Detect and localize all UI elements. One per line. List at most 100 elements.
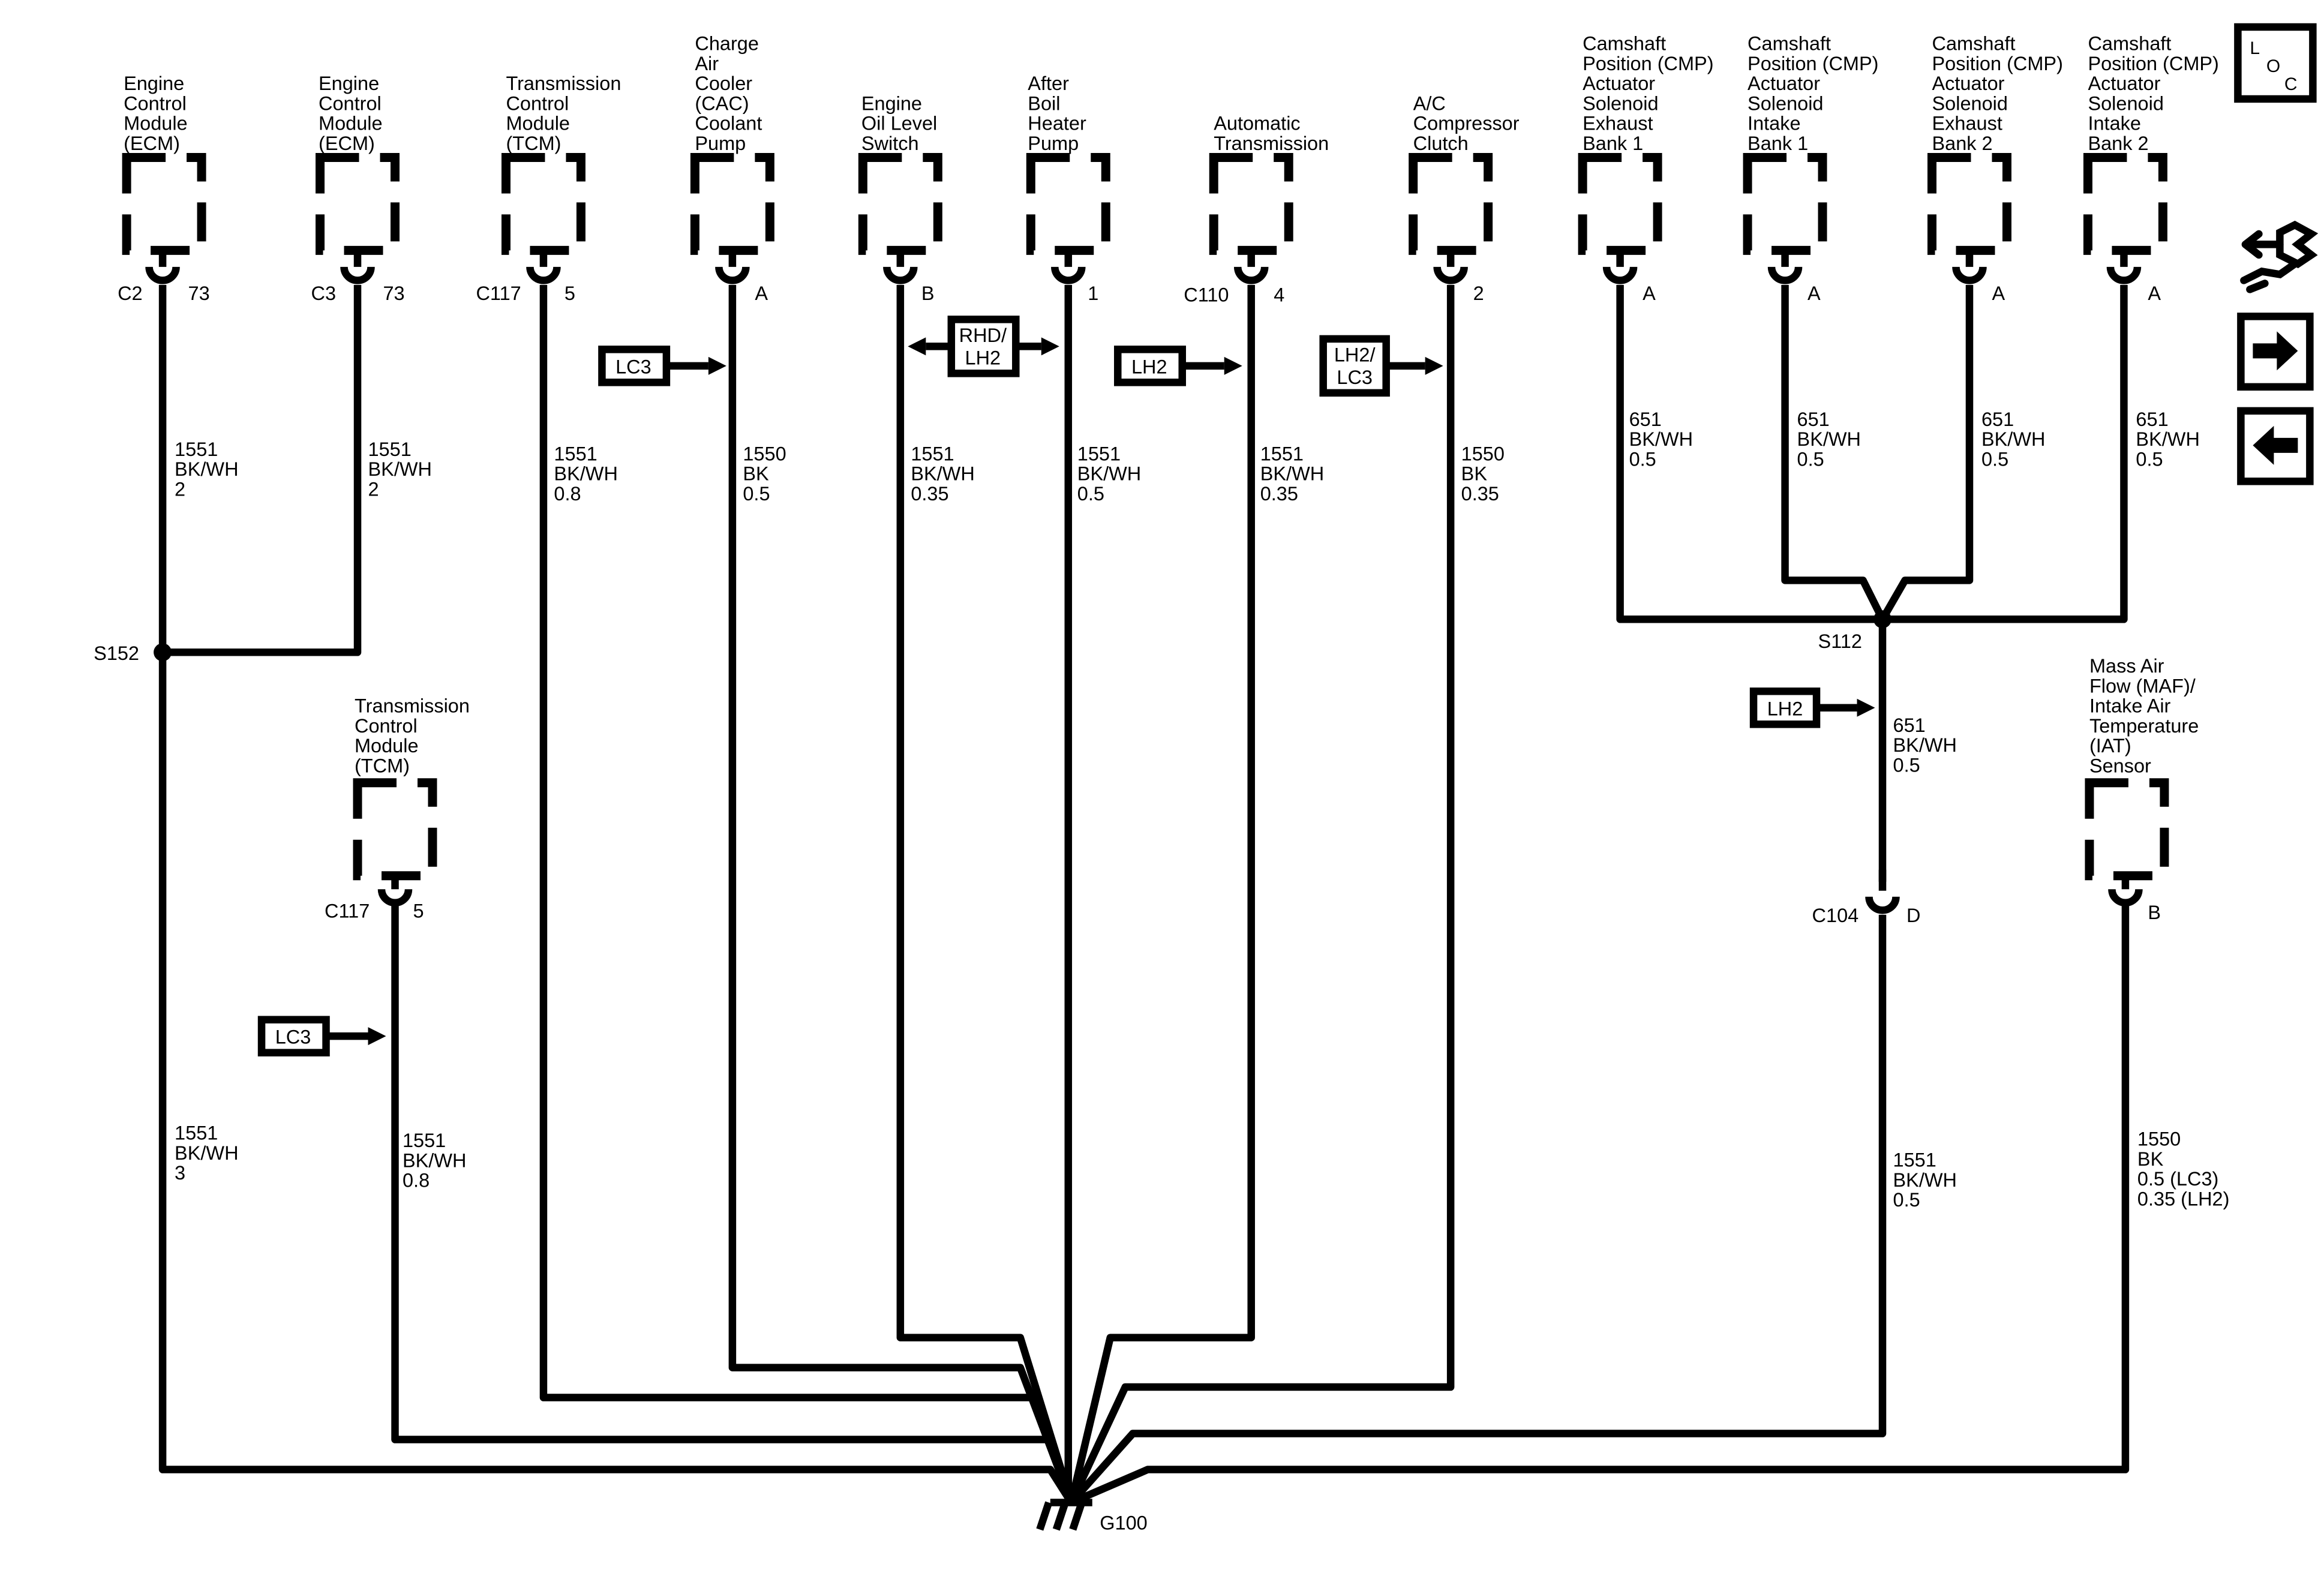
wire-cmp-int-b1 [1781,284,1886,622]
label-line: Solenoid [1932,92,2008,114]
wire-cmp-bank-bus [1616,284,2128,623]
connector-tcm-top [526,250,561,284]
label-line: Air [695,53,719,74]
wire-spec-line: BK/WH [1260,463,1324,485]
wire-spec-line: 0.5 [1981,448,2008,470]
wire-spec-line: BK [1461,463,1488,485]
label-line: Charge [695,33,759,55]
connector-c104 [1865,869,1900,914]
component-box-cmp-exh-b1 [1578,152,1662,255]
wire-spec-line: 1551 [1893,1149,1936,1171]
label-line: After [1028,73,1069,94]
previous-page-arrow-icon[interactable] [2237,407,2314,485]
label-line: Heater [1028,113,1086,134]
label-line: Solenoid [1747,92,1823,114]
label-line: Pump [1028,133,1079,154]
wire-ac-clutch [1068,284,1455,1505]
connector-id-auto-trans: C110 [1184,284,1229,305]
label-line: Camshaft [1932,33,2016,55]
component-box-ecm-c2 [122,152,206,255]
label-line: Intake Air [2089,695,2171,717]
pin-ecm-c3: 73 [383,283,404,304]
tag-arrowhead-tcm-low [368,1027,386,1046]
pin-cmp-exh-b2: A [1992,283,2005,304]
label-line: Intake [1747,113,1800,134]
label-line: Flow (MAF)/ [2089,675,2196,697]
nav-icons: L O C [2234,23,2319,485]
wire-spec-line: 1551 [554,443,597,464]
wire-spec-line: 0.35 (LH2) [2137,1188,2229,1209]
wire-spec-line: 1550 [2137,1128,2181,1150]
component-box-auto-trans [1209,152,1293,255]
next-page-arrow-icon[interactable] [2237,313,2314,391]
label-line: Exhaust [1932,113,2002,134]
connector-heater-pump [1051,250,1086,284]
wire-spec-line: 0.35 [911,483,948,505]
tag-arrowhead-auto-trans [1224,356,1242,375]
splice-s112-label: S112 [1818,631,1862,652]
label-line: (TCM) [506,133,561,154]
label-line: Control [355,715,418,737]
label-line: Boil [1028,92,1060,114]
component-box-ac-clutch [1409,152,1493,255]
wire-maf [1070,899,2130,1506]
pin-auto-trans: 4 [1274,284,1284,305]
connector-cac-pump [715,250,750,284]
connector-id-tcm-top: C117 [476,283,521,304]
label-line: Coolant [695,113,762,134]
harness-connector-icon[interactable] [2240,220,2319,293]
tag-text-oil-heater-2: LH2 [965,347,1001,368]
label-line: Actuator [2088,73,2160,94]
wire-tcm-top [539,284,1075,1504]
label-line: Bank 2 [1932,133,1993,154]
ground-label: G100 [1100,1512,1147,1534]
component-box-tcm-low [353,778,437,881]
wire-ecm-c3 [163,284,362,656]
connector-id-tcm-low: C117 [325,900,370,922]
wire-spec-line: BK/WH [1797,428,1861,450]
wire-spec-line: 1550 [1461,443,1505,464]
wire-spec-line: 0.35 [1461,483,1499,505]
wire-spec-line: BK [743,463,769,485]
label-line: Cooler [695,73,752,94]
locator-loc-icon[interactable]: L O C [2234,23,2317,103]
pin-cmp-int-b2: A [2148,283,2161,304]
wire-spec-line: 0.5 [2136,448,2163,470]
pin-c104: D [1906,905,1920,926]
wire-spec-line: BK/WH [1629,428,1693,450]
component-box-heater-pump [1026,152,1110,255]
label-line: Module [319,113,383,134]
label-line: (CAC) [695,92,749,114]
wire-spec-line: 0.8 [403,1170,430,1191]
wire-spec-line: 0.5 [1893,1189,1920,1211]
label-line: Control [319,92,382,114]
tag-arrowhead-heater-pump [1041,337,1059,356]
tag-arrowhead-ac-clutch [1425,356,1443,375]
loc-letter-c: C [2284,74,2298,94]
label-line: Solenoid [1583,92,1658,114]
wire-spec-line: 651 [1629,409,1662,430]
wire-spec-line: BK/WH [911,463,974,485]
wire-spec-line: BK [2137,1148,2164,1170]
wire-spec-line: 0.8 [554,483,581,505]
wire-spec-line: 3 [175,1162,185,1184]
connector-id-ecm-c3: C3 [311,283,337,304]
wire-spec-line: 0.35 [1260,483,1298,505]
